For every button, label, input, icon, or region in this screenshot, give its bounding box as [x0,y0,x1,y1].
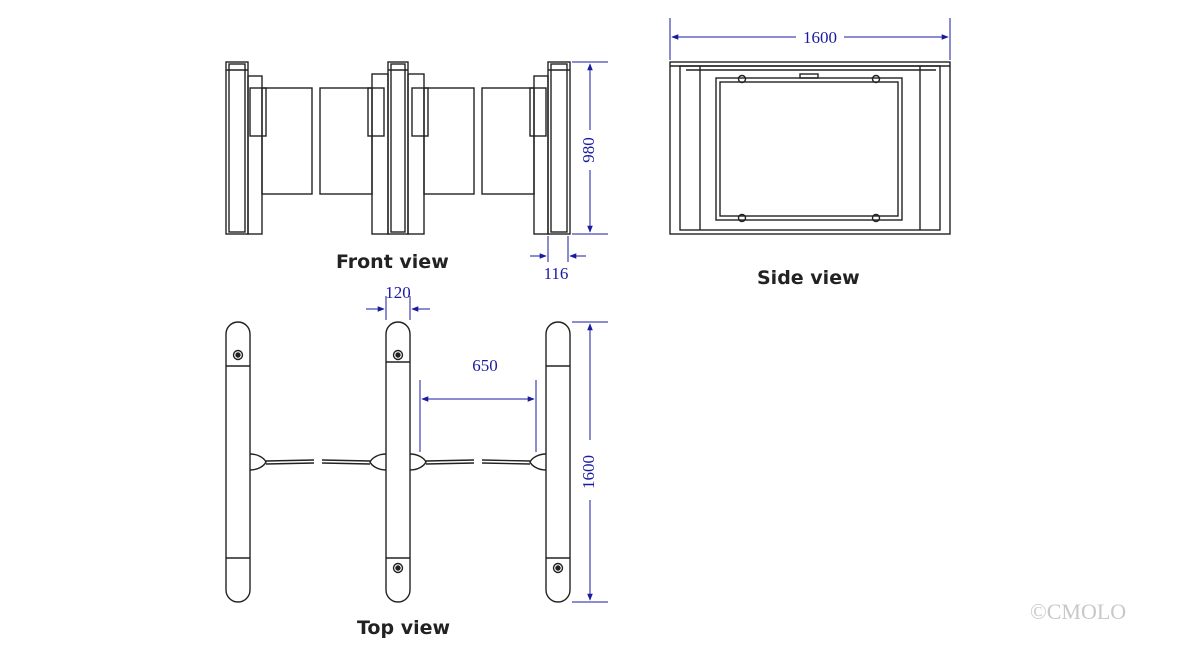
front-view-drawing [225,61,571,235]
front-height-dimension [572,61,608,235]
top-length-dimension [572,321,608,603]
top-view-drawing [225,321,571,603]
front-middle-left-wing [319,87,373,195]
top-wings [249,453,547,471]
front-left-cabinet [225,61,267,235]
front-width-label: 116 [544,264,569,283]
top-middle-pillar [385,321,411,603]
top-length-label: 1600 [579,455,598,489]
side-length-label: 1600 [803,28,837,47]
top-left-pillar [225,321,251,603]
top-width-label: 120 [385,283,411,302]
front-right-wing [481,87,535,195]
top-gap-label: 650 [472,356,498,375]
side-view-label: Side view [757,267,860,289]
top-right-pillar [545,321,571,603]
front-middle-cabinet [367,61,429,235]
top-gap-dimension [419,380,537,452]
top-view-label: Top view [357,617,451,639]
side-length-dimension [669,18,951,60]
front-right-cabinet [529,61,571,235]
front-height-label: 980 [579,137,598,163]
watermark-text: ©CMOLO [1030,599,1127,624]
front-width-dimension [530,236,586,262]
front-middle-right-wing [423,87,475,195]
side-view-drawing [669,61,951,235]
top-width-dimension [366,296,430,320]
front-view-label: Front view [336,251,449,273]
front-left-wing [261,87,313,195]
